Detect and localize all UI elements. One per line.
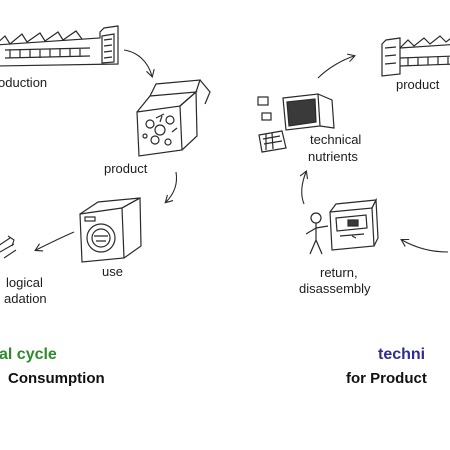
- computer-parts-icon: [257, 93, 335, 153]
- technical-nutrients-label-line2: nutrients: [308, 149, 358, 164]
- biological-cycle-title: al cycle: [0, 346, 57, 363]
- production-label-right: product: [396, 77, 440, 92]
- biodegradation-label-line1: logical: [6, 275, 43, 290]
- cycle-arrow-icon: [299, 53, 449, 253]
- product-label: product: [104, 161, 148, 176]
- factory-icon: [381, 35, 450, 77]
- technical-nutrients-label-line1: technical: [310, 132, 362, 147]
- person-disassembly-icon: [305, 197, 379, 255]
- factory-icon: [0, 25, 119, 67]
- biodegradation-label-line2: adation: [4, 291, 47, 306]
- product-box-icon: [136, 79, 211, 157]
- technical-cycle-subtitle: for Product: [346, 370, 427, 387]
- production-label: oduction: [0, 75, 48, 90]
- biological-cycle-subtitle: Consumption: [8, 370, 105, 387]
- washing-machine-icon: [79, 196, 142, 263]
- return-label-line1: return,: [320, 265, 358, 280]
- biodegradation-icon: [0, 235, 17, 259]
- use-label: use: [102, 264, 123, 279]
- cycle-arrow-icon: [34, 49, 178, 252]
- technical-cycle-title: techni: [378, 346, 426, 363]
- disassembly-label-line2: disassembly: [299, 281, 371, 296]
